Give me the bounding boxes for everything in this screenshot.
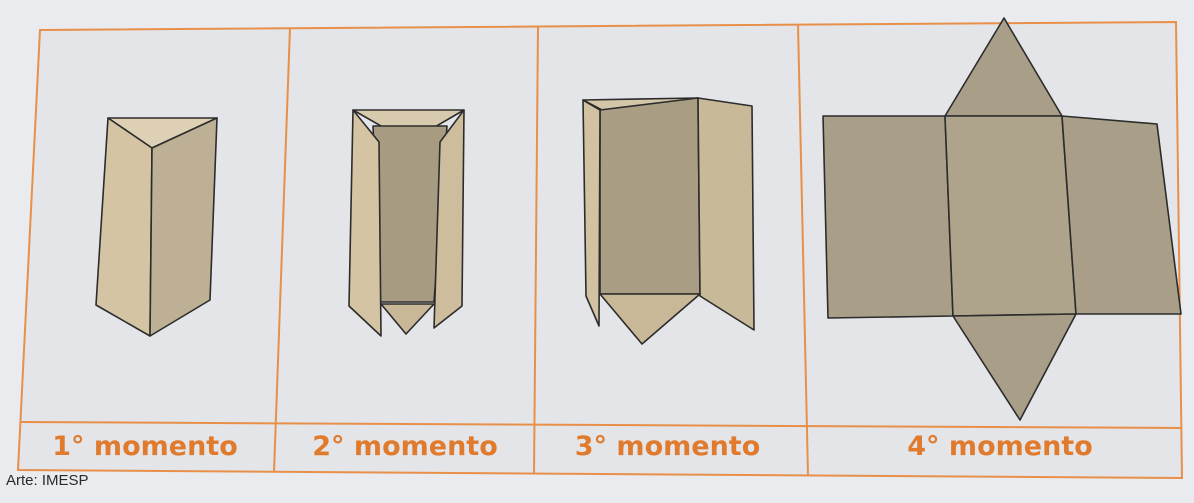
prism-unfolding-figure (582, 97, 755, 345)
step-2-label: 2° momento (312, 430, 498, 462)
step-3-label: 3° momento (574, 430, 761, 462)
label-row-line (19, 421, 1182, 429)
step-1-label: 1° momento (52, 430, 238, 462)
art-credit: Arte: IMESP (6, 472, 89, 489)
prism-closed-figure (95, 117, 218, 337)
prism-opening-figure (348, 109, 465, 337)
divider-2 (533, 25, 539, 475)
divider-3 (797, 23, 809, 477)
step-4-label: 4° momento (907, 430, 1093, 462)
divider-1 (273, 27, 291, 473)
prism-net-figure (822, 17, 1182, 421)
